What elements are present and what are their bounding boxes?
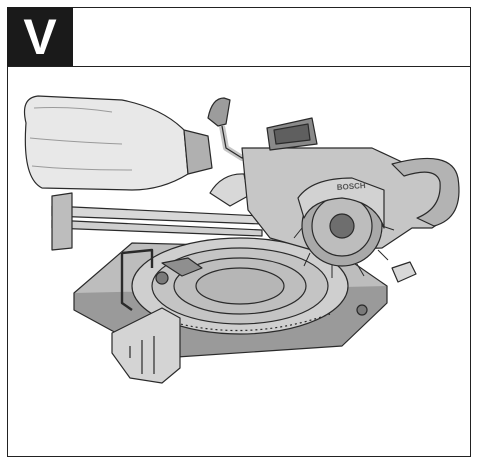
- section-label: V: [7, 7, 73, 66]
- saw-handle: [391, 157, 460, 227]
- workpiece-clamp: [111, 307, 181, 384]
- header-divider: [7, 66, 471, 67]
- brand-logo: BOSCH: [337, 181, 367, 192]
- page-frame: [7, 7, 471, 457]
- saw-drawing: [23, 95, 460, 384]
- bevel-lever: [207, 97, 231, 127]
- miter-saw-illustration: BOSCH: [23, 95, 460, 384]
- front-knob: [391, 261, 417, 283]
